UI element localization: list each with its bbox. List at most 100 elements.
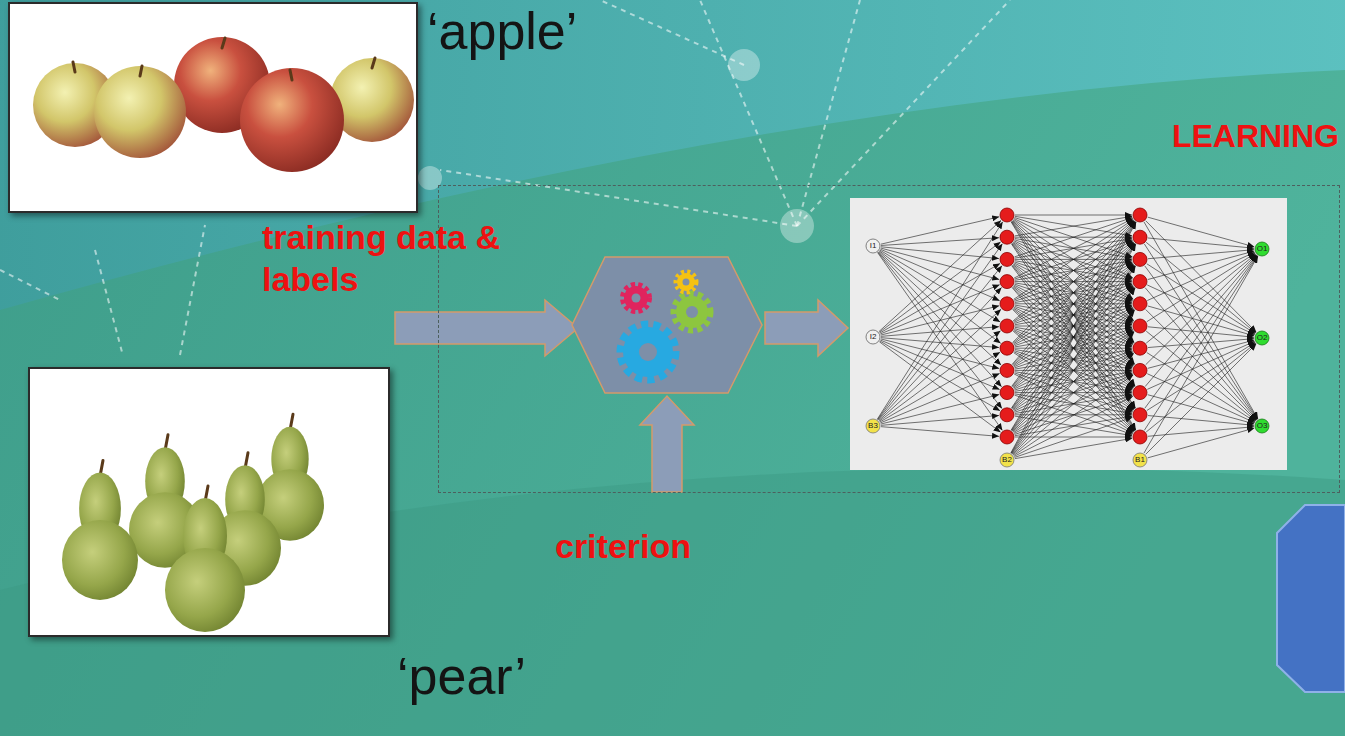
- network-weight: [1147, 253, 1255, 321]
- network-neuron: [1133, 408, 1147, 422]
- network-weight: [1146, 343, 1256, 432]
- neuron-label: B2: [1002, 456, 1012, 465]
- network-weight: [1012, 221, 1135, 364]
- network-weight: [1011, 266, 1135, 453]
- pear-body: [62, 520, 138, 600]
- network-weight: [1147, 342, 1255, 410]
- network-weight: [1013, 221, 1135, 343]
- pear-body: [165, 548, 245, 632]
- pear-photo: ‘pear’: [28, 367, 390, 637]
- group-heading: LEARNING: [1172, 118, 1339, 155]
- network-neuron: [1000, 297, 1014, 311]
- photo-caption: ‘pear’: [397, 647, 526, 707]
- network-weight: [878, 244, 1003, 420]
- network-weight: [1148, 250, 1254, 259]
- network-neuron: [1133, 363, 1147, 377]
- network-weight: [1014, 219, 1134, 299]
- network-weight: [1144, 244, 1257, 419]
- network-weight: [1144, 256, 1258, 453]
- network-weight: [1015, 216, 1132, 236]
- network-weight: [1147, 353, 1256, 422]
- network-weight: [1145, 288, 1257, 420]
- network-weight: [1012, 221, 1135, 386]
- network-neuron: [1000, 430, 1014, 444]
- network-neuron: [1133, 297, 1147, 311]
- network-weight: [1013, 353, 1134, 455]
- network-neuron: [1000, 208, 1014, 222]
- network-weight: [1015, 216, 1132, 236]
- network-neuron: [1133, 275, 1147, 289]
- network-weight: [879, 220, 1001, 331]
- network-neuron: [1133, 230, 1147, 244]
- network-weight: [877, 222, 1002, 419]
- network-panel: [850, 198, 1287, 470]
- criterion-label: criterion: [555, 528, 691, 565]
- network-neuron: [1133, 341, 1147, 355]
- network-weight: [1148, 428, 1255, 458]
- neuron-label: I2: [870, 333, 877, 342]
- apples-illustration: [33, 37, 414, 172]
- network-neuron: [1255, 331, 1269, 345]
- network-weight: [880, 250, 1000, 322]
- gears-icon: [621, 272, 710, 379]
- network-weight: [1013, 221, 1135, 343]
- network-weight: [1148, 416, 1254, 426]
- network-weight: [1146, 254, 1256, 343]
- network-weight: [1011, 222, 1135, 408]
- neuron-label: O3: [1257, 422, 1268, 431]
- network-weight: [1015, 215, 1132, 216]
- network-dots: [418, 49, 814, 243]
- network-weight: [1148, 238, 1254, 248]
- network-neuron: [1000, 341, 1014, 355]
- network-weight: [1146, 221, 1257, 333]
- input-label: training data & labels: [262, 216, 562, 300]
- network-weight: [881, 415, 999, 425]
- network-weight: [1015, 218, 1133, 257]
- network-weight: [1146, 344, 1257, 455]
- network-weight: [1015, 438, 1132, 458]
- network-weight: [1148, 427, 1254, 437]
- network-weight: [1148, 217, 1255, 247]
- network-weight: [1015, 417, 1133, 457]
- network-weight: [881, 217, 999, 244]
- network-weight: [879, 242, 1000, 332]
- network-weight: [881, 395, 999, 425]
- network-weight: [878, 266, 1002, 420]
- network-weight: [1012, 221, 1135, 386]
- network-neuron: [1000, 408, 1014, 422]
- network-weight: [879, 251, 1000, 343]
- network-weight: [1011, 222, 1136, 430]
- network-weight: [879, 251, 1001, 365]
- network-neuron: [866, 330, 880, 344]
- network-weight: [880, 263, 1000, 333]
- network-weight: [1144, 256, 1257, 431]
- neuron-label: I1: [870, 242, 877, 251]
- network-neuron: [1133, 208, 1147, 222]
- network-weight: [1146, 331, 1256, 421]
- network-neuron: [1255, 419, 1269, 433]
- network-neuron: [1000, 319, 1014, 333]
- network-neuron: [866, 239, 880, 253]
- learning-group: LEARNING: [438, 185, 1340, 493]
- network-weight: [878, 287, 1001, 420]
- network-neuron: [1133, 453, 1147, 467]
- process-hexagon: [572, 257, 762, 393]
- network-neuron: [1133, 430, 1147, 444]
- network-neuron: [1133, 386, 1147, 400]
- network-weight: [1011, 222, 1136, 430]
- network-neuron: [1000, 386, 1014, 400]
- network-weight: [1011, 222, 1136, 453]
- network-weight: [1014, 219, 1134, 299]
- network-neuron: [1000, 275, 1014, 289]
- network-weight: [881, 238, 999, 246]
- network-neuron: [1133, 252, 1147, 266]
- network-weight: [1015, 395, 1133, 434]
- network-weight: [1012, 221, 1135, 364]
- network-weight: [880, 373, 999, 422]
- network-weight: [1015, 395, 1133, 434]
- network-neuron: [1000, 252, 1014, 266]
- neuron-label: O1: [1257, 245, 1268, 254]
- photo-caption: ‘apple’: [427, 2, 577, 62]
- network-weight: [1147, 374, 1254, 423]
